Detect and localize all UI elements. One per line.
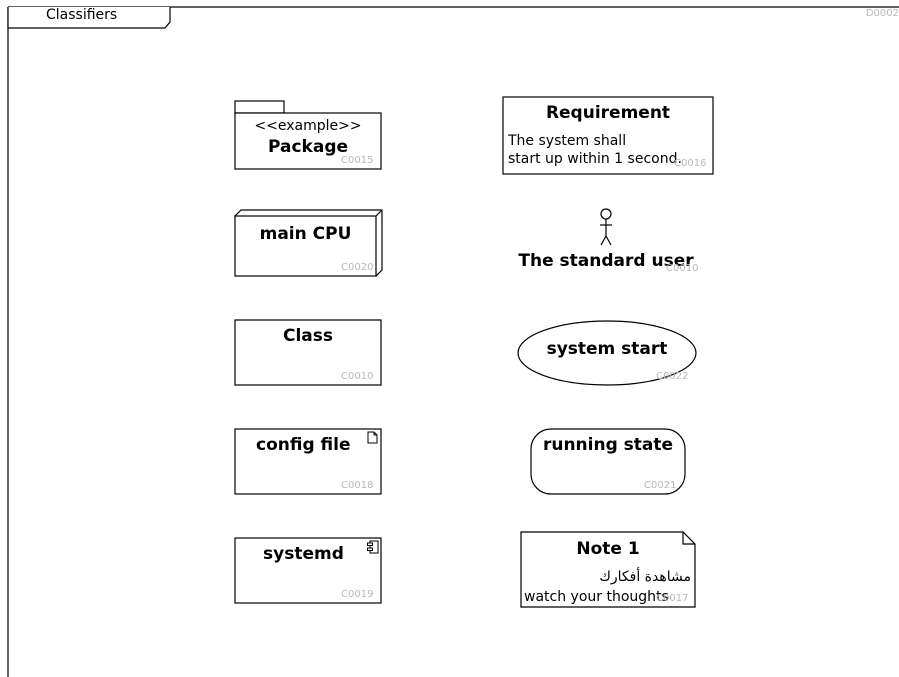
- document-icon: [367, 431, 378, 444]
- state-name: running state: [542, 435, 674, 455]
- package-stereotype: <<example>>: [254, 118, 362, 134]
- component-name: systemd: [263, 544, 344, 564]
- note-text-arabic: مشاهدة أفكارك: [599, 569, 691, 585]
- component-shape[interactable]: [234, 537, 382, 604]
- usecase-shape[interactable]: [517, 320, 697, 386]
- state-id: C0021: [644, 480, 677, 491]
- diagram-tab-label: Classifiers: [46, 7, 118, 23]
- requirement-text-line2: start up within 1 second.: [508, 151, 682, 167]
- requirement-text-line1: The system shall: [508, 133, 627, 149]
- note-title: Note 1: [576, 539, 640, 559]
- class-name: Class: [282, 326, 333, 346]
- requirement-shape[interactable]: [502, 96, 714, 175]
- state-shape[interactable]: [530, 428, 686, 495]
- artifact-id: C0018: [341, 480, 374, 491]
- note-id: C0017: [656, 593, 689, 604]
- component-icon: [367, 540, 379, 554]
- node-name: main CPU: [259, 224, 352, 244]
- class-id: C0010: [341, 371, 374, 382]
- package-shape[interactable]: [234, 100, 382, 170]
- note-shape[interactable]: [520, 531, 696, 608]
- usecase-id: C0022: [656, 371, 689, 382]
- diagram-frame: [7, 6, 899, 677]
- package-name: Package: [267, 137, 349, 157]
- artifact-shape[interactable]: [234, 428, 382, 495]
- artifact-name: config file: [256, 435, 351, 455]
- node-id: C0020: [341, 262, 374, 273]
- class-shape[interactable]: [234, 319, 382, 386]
- actor-figure-icon[interactable]: [600, 208, 612, 246]
- package-id: C0015: [341, 155, 374, 166]
- actor-name: The standard user: [518, 251, 694, 271]
- actor-id: C0010: [666, 263, 699, 274]
- note-text-english: watch your thoughts: [524, 589, 669, 605]
- component-id: C0019: [341, 589, 374, 600]
- usecase-name: system start: [546, 339, 668, 359]
- node-shape[interactable]: [233, 209, 383, 277]
- requirement-title: Requirement: [545, 103, 671, 123]
- diagram-id: D0002: [865, 8, 899, 19]
- requirement-id: C0016: [674, 158, 707, 169]
